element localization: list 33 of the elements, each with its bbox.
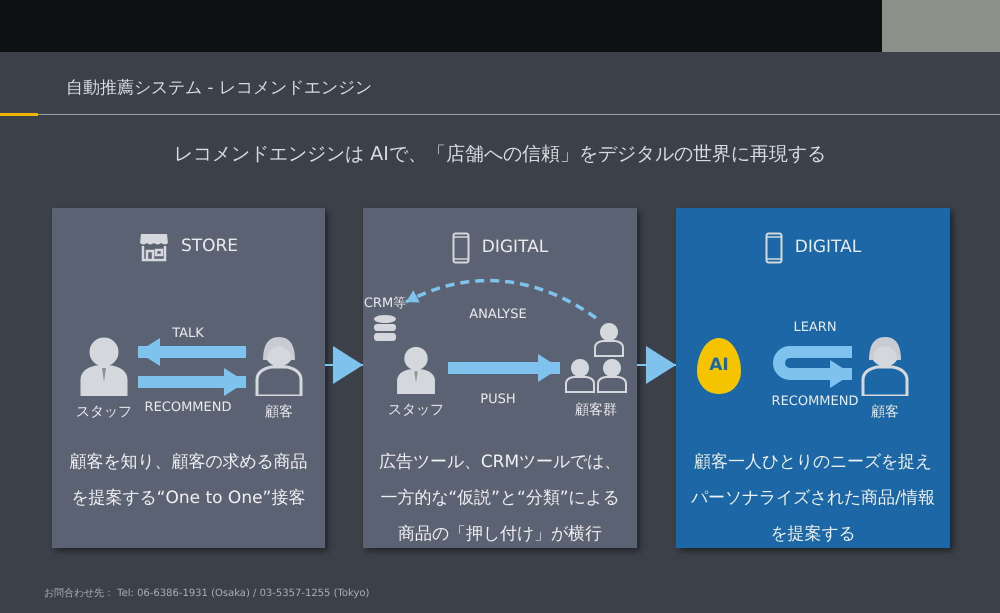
- panel-description: 顧客一人ひとりのニーズを捉えパーソナライズされた商品/情報を提案する: [690, 451, 936, 546]
- edge-label: LEARN: [793, 320, 837, 336]
- node-label: CRM等: [364, 296, 406, 312]
- arrow: [138, 368, 246, 396]
- node-label: スタッフ: [388, 402, 444, 418]
- node-label: スタッフ: [76, 404, 132, 420]
- arrow: [773, 346, 852, 388]
- arrow: [138, 338, 246, 366]
- edge-label: PUSH: [480, 392, 516, 408]
- edge-label: TALK: [172, 326, 204, 342]
- chevron-arrow: [325, 346, 363, 384]
- node-label: 顧客群: [575, 402, 617, 418]
- ai-egg: [697, 338, 741, 394]
- panel-heading: STORE: [180, 235, 238, 258]
- panel-card: [363, 208, 637, 548]
- arrow: [448, 354, 560, 382]
- arrow-label: RECOMMEND: [772, 394, 858, 410]
- ai-label: AI: [709, 354, 729, 378]
- panel-description: 広告ツール、CRMツールでは、一方的な“仮説”と“分類”による商品の「押し付け」が横行: [378, 451, 622, 546]
- panel-card: [676, 208, 950, 548]
- slide-title: 自動推薦システム - レコメンドエンジン: [66, 77, 372, 100]
- node-label: 顧客: [871, 404, 899, 420]
- panel-heading: DIGITAL: [794, 236, 862, 260]
- edge-label: RECOMMEND: [144, 400, 232, 416]
- arrow: [405, 278, 597, 320]
- subtitle: レコメンドエンジンは AIで、「店舗への信頼」をデジタルの世界に再現する: [173, 142, 827, 167]
- chevron-arrow: [637, 346, 676, 384]
- contact-footer: お問合わせ先： Tel: 06-6386-1931 (Osaka) / 03-5357-1255 (Tokyo): [44, 586, 370, 601]
- panel-card: [52, 208, 325, 548]
- panel-heading: DIGITAL: [482, 236, 548, 260]
- node-label: 顧客: [265, 404, 293, 420]
- panel-description: 顧客を知り、顧客の求める商品を提案する“One to One”接客: [68, 451, 308, 510]
- edge-label: ANALYSE: [469, 307, 527, 323]
